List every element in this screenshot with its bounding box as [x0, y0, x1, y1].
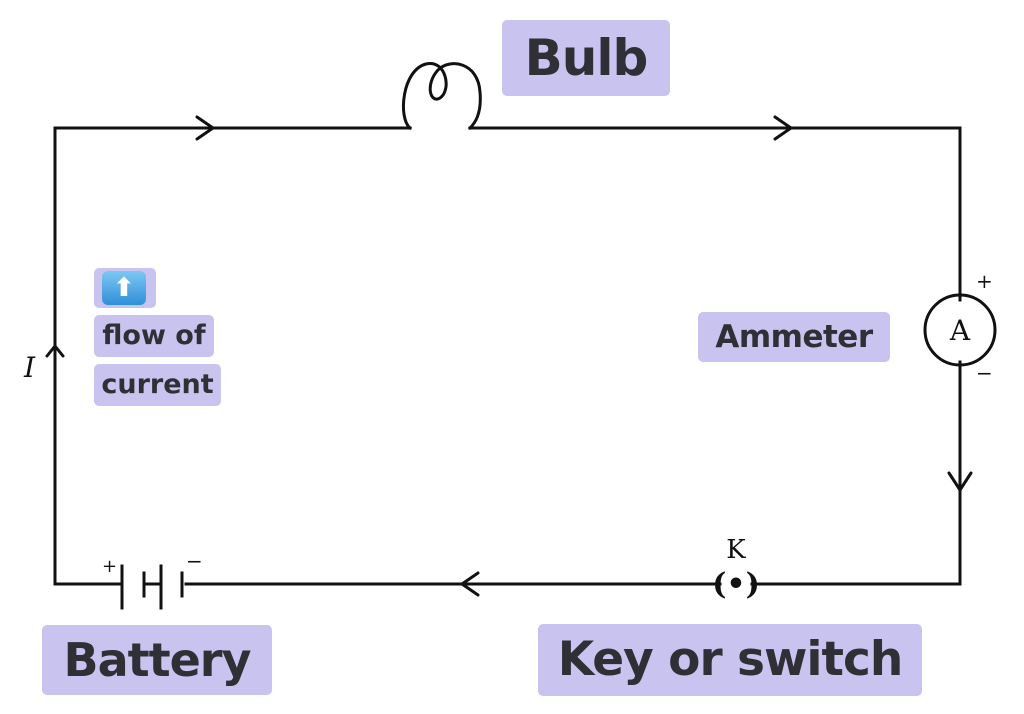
- current-symbol: I: [23, 351, 36, 384]
- key-icon: (•): [712, 567, 760, 602]
- arrow-left-bottom: [460, 571, 480, 597]
- battery-plus-sign: +: [102, 556, 117, 577]
- bulb-icon: [402, 62, 482, 131]
- key-symbol-label: K: [726, 535, 746, 565]
- key-or-switch-label: Key or switch: [538, 624, 922, 696]
- arrow-right-top-right: [773, 115, 793, 141]
- ammeter-symbol: A: [949, 314, 971, 347]
- arrow-up-current: [45, 344, 65, 374]
- flow-of-current-label-line2: current: [94, 364, 221, 406]
- wire-top-left: [53, 126, 412, 586]
- bulb-label: Bulb: [502, 20, 670, 96]
- battery-minus-sign: −: [186, 549, 203, 573]
- up-arrow-glyph: ⬆: [102, 271, 146, 305]
- ammeter-plus-sign: +: [976, 269, 993, 293]
- ammeter-minus-sign: −: [976, 361, 993, 385]
- ammeter-icon: [923, 293, 997, 367]
- up-arrow-icon: ⬆: [94, 268, 156, 308]
- battery-label: Battery: [42, 625, 272, 695]
- arrow-down-right: [947, 471, 973, 492]
- flow-of-current-label-line1: flow of: [94, 315, 214, 357]
- arrow-right-top-left: [195, 115, 215, 141]
- wire-right-lower: [750, 360, 962, 586]
- wire-top-right: [468, 126, 962, 302]
- ammeter-label: Ammeter: [698, 312, 890, 362]
- battery-icon: [120, 564, 184, 610]
